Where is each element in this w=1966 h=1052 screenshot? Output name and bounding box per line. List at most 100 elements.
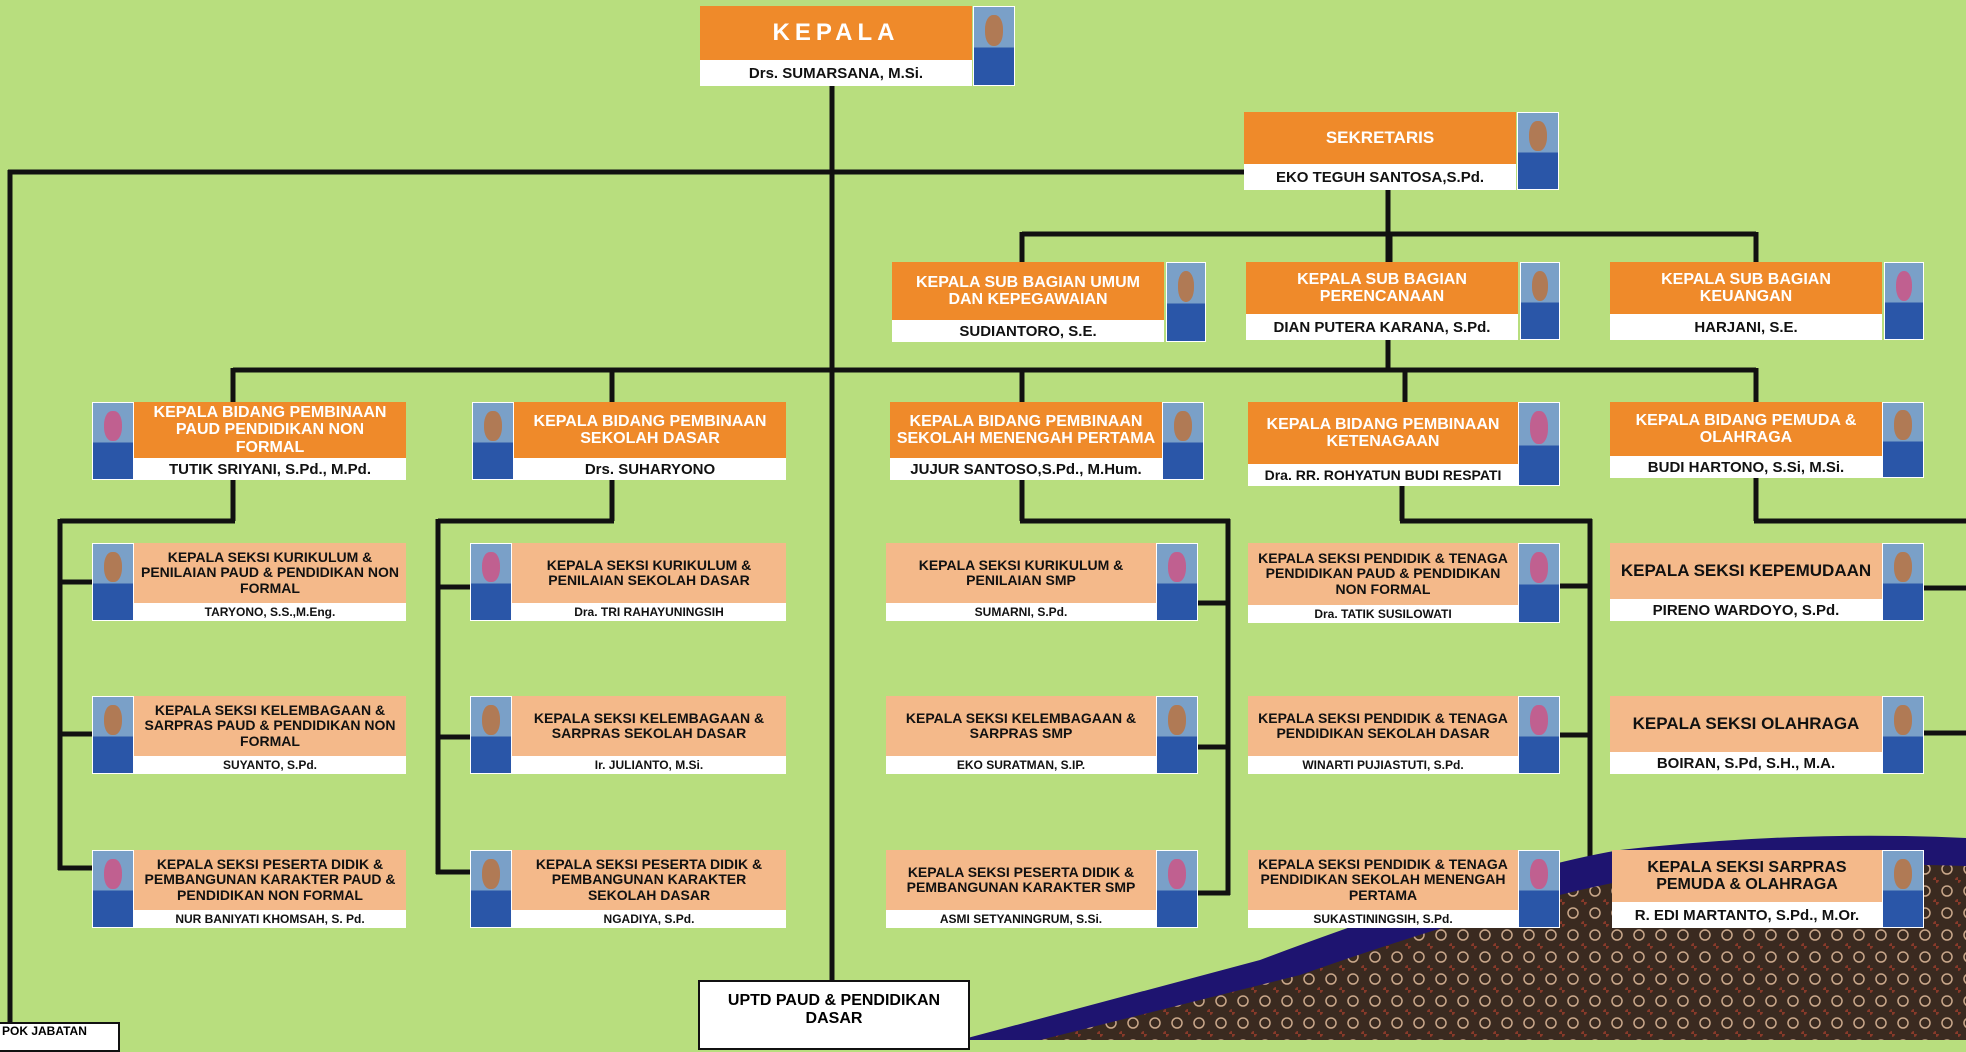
seksi-name: Dra. TRI RAHAYUNINGSIH [512,603,786,621]
subbag-perencanaan-name: DIAN PUTERA KARANA, S.Pd. [1246,314,1518,340]
seksi-olahraga-node: KEPALA SEKSI OLAHRAGA BOIRAN, S.Pd, S.H.… [1610,696,1924,774]
seksi-name: ASMI SETYANINGRUM, S.Si. [886,910,1156,928]
bidang-smp-name: JUJUR SANTOSO,S.Pd., M.Hum. [890,458,1162,480]
seksi-sd-peserta-node: KEPALA SEKSI PESERTA DIDIK & PEMBANGUNAN… [470,850,786,928]
seksi-smp-peserta-node: KEPALA SEKSI PESERTA DIDIK & PEMBANGUNAN… [886,850,1198,928]
seksi-title: KEPALA SEKSI PESERTA DIDIK & PEMBANGUNAN… [134,850,406,910]
seksi-smp-kelembagaan-node: KEPALA SEKSI KELEMBAGAAN & SARPRAS SMP E… [886,696,1198,774]
bidang-smp-node: KEPALA BIDANG PEMBINAAN SEKOLAH MENENGAH… [890,402,1204,480]
seksi-title: KEPALA SEKSI KEPEMUDAAN [1610,543,1882,599]
seksi-title: KEPALA SEKSI KURIKULUM & PENILAIAN PAUD … [134,543,406,603]
bidang-sd-name: Drs. SUHARYONO [514,458,786,480]
seksi-photo [92,543,134,621]
seksi-name: Dra. TATIK SUSILOWATI [1248,605,1518,623]
seksi-sd-kurikulum-node: KEPALA SEKSI KURIKULUM & PENILAIAN SEKOL… [470,543,786,621]
seksi-title: KEPALA SEKSI KURIKULUM & PENILAIAN SMP [886,543,1156,603]
bidang-sd-photo [472,402,514,480]
seksi-sarpras-pemuda-node: KEPALA SEKSI SARPRAS PEMUDA & OLAHRAGA R… [1612,850,1924,928]
seksi-photo [1518,850,1560,928]
subbag-perencanaan-photo [1520,262,1560,340]
seksi-photo [1518,696,1560,774]
seksi-name: WINARTI PUJIASTUTI, S.Pd. [1248,756,1518,774]
seksi-ketenagaan-smp-node: KEPALA SEKSI PENDIDIK & TENAGA PENDIDIKA… [1248,850,1560,928]
kepala-photo [973,6,1015,86]
bidang-ketenagaan-title: KEPALA BIDANG PEMBINAAN KETENAGAAN [1248,402,1518,464]
seksi-title: KEPALA SEKSI KELEMBAGAAN & SARPRAS PAUD … [134,696,406,756]
sekretaris-photo [1517,112,1559,190]
bidang-smp-photo [1162,402,1204,480]
seksi-title: KEPALA SEKSI PENDIDIK & TENAGA PENDIDIKA… [1248,543,1518,605]
bidang-paud-name: TUTIK SRIYANI, S.Pd., M.Pd. [134,458,406,480]
seksi-photo [1882,850,1924,928]
subbag-keuangan-name: HARJANI, S.E. [1610,314,1882,340]
seksi-title: KEPALA SEKSI PESERTA DIDIK & PEMBANGUNAN… [512,850,786,910]
seksi-photo [1156,543,1198,621]
bidang-smp-title: KEPALA BIDANG PEMBINAAN SEKOLAH MENENGAH… [890,402,1162,458]
seksi-name: EKO SURATMAN, S.IP. [886,756,1156,774]
subbag-keuangan-node: KEPALA SUB BAGIAN KEUANGAN HARJANI, S.E. [1610,262,1924,340]
subbag-umum-node: KEPALA SUB BAGIAN UMUM DAN KEPEGAWAIAN S… [892,262,1206,342]
sekretaris-node: SEKRETARIS EKO TEGUH SANTOSA,S.Pd. [1244,112,1559,190]
seksi-photo [1156,696,1198,774]
seksi-kepemudaan-node: KEPALA SEKSI KEPEMUDAAN PIRENO WARDOYO, … [1610,543,1924,621]
kepala-title: KEPALA [700,6,972,60]
seksi-name: R. EDI MARTANTO, S.Pd., M.Or. [1612,902,1882,928]
subbag-keuangan-title: KEPALA SUB BAGIAN KEUANGAN [1610,262,1882,314]
subbag-keuangan-photo [1884,262,1924,340]
seksi-paud-peserta-node: KEPALA SEKSI PESERTA DIDIK & PEMBANGUNAN… [92,850,406,928]
seksi-sd-kelembagaan-node: KEPALA SEKSI KELEMBAGAAN & SARPRAS SEKOL… [470,696,786,774]
seksi-name: NGADIYA, S.Pd. [512,910,786,928]
seksi-title: KEPALA SEKSI PENDIDIK & TENAGA PENDIDIKA… [1248,850,1518,910]
seksi-name: PIRENO WARDOYO, S.Pd. [1610,599,1882,621]
seksi-photo [470,543,512,621]
kepala-name: Drs. SUMARSANA, M.Si. [700,60,972,86]
seksi-name: BOIRAN, S.Pd, S.H., M.A. [1610,752,1882,774]
subbag-perencanaan-title: KEPALA SUB BAGIAN PERENCANAAN [1246,262,1518,314]
seksi-title: KEPALA SEKSI PENDIDIK & TENAGA PENDIDIKA… [1248,696,1518,756]
seksi-photo [92,850,134,928]
kepala-node: KEPALA Drs. SUMARSANA, M.Si. [700,6,1015,86]
bidang-ketenagaan-node: KEPALA BIDANG PEMBINAAN KETENAGAAN Dra. … [1248,402,1560,486]
seksi-ketenagaan-sd-node: KEPALA SEKSI PENDIDIK & TENAGA PENDIDIKA… [1248,696,1560,774]
bidang-paud-photo [92,402,134,480]
seksi-paud-kurikulum-node: KEPALA SEKSI KURIKULUM & PENILAIAN PAUD … [92,543,406,621]
seksi-name: SUMARNI, S.Pd. [886,603,1156,621]
seksi-title: KEPALA SEKSI KELEMBAGAAN & SARPRAS SMP [886,696,1156,756]
bidang-sd-node: KEPALA BIDANG PEMBINAAN SEKOLAH DASAR Dr… [472,402,786,480]
seksi-photo [1156,850,1198,928]
pok-jabatan-box: POK JABATAN [0,1022,120,1052]
bidang-pemuda-name: BUDI HARTONO, S.Si, M.Si. [1610,456,1882,478]
seksi-photo [1518,543,1560,623]
bidang-ketenagaan-photo [1518,402,1560,486]
subbag-umum-photo [1166,262,1206,342]
seksi-ketenagaan-paud-node: KEPALA SEKSI PENDIDIK & TENAGA PENDIDIKA… [1248,543,1560,623]
subbag-umum-name: SUDIANTORO, S.E. [892,320,1164,342]
seksi-photo [470,696,512,774]
bidang-paud-node: KEPALA BIDANG PEMBINAAN PAUD PENDIDIKAN … [92,402,406,480]
seksi-photo [1882,543,1924,621]
seksi-name: SUYANTO, S.Pd. [134,756,406,774]
seksi-title: KEPALA SEKSI PESERTA DIDIK & PEMBANGUNAN… [886,850,1156,910]
sekretaris-name: EKO TEGUH SANTOSA,S.Pd. [1244,164,1516,190]
sekretaris-title: SEKRETARIS [1244,112,1516,164]
seksi-photo [1882,696,1924,774]
seksi-name: Ir. JULIANTO, M.Si. [512,756,786,774]
bidang-pemuda-photo [1882,402,1924,478]
seksi-name: SUKASTININGSIH, S.Pd. [1248,910,1518,928]
seksi-title: KEPALA SEKSI KELEMBAGAAN & SARPRAS SEKOL… [512,696,786,756]
seksi-title: KEPALA SEKSI OLAHRAGA [1610,696,1882,752]
seksi-photo [92,696,134,774]
bidang-ketenagaan-name: Dra. RR. ROHYATUN BUDI RESPATI [1248,464,1518,486]
bidang-paud-title: KEPALA BIDANG PEMBINAAN PAUD PENDIDIKAN … [134,402,406,458]
seksi-name: TARYONO, S.S.,M.Eng. [134,603,406,621]
seksi-name: NUR BANIYATI KHOMSAH, S. Pd. [134,910,406,928]
seksi-title: KEPALA SEKSI KURIKULUM & PENILAIAN SEKOL… [512,543,786,603]
seksi-paud-kelembagaan-node: KEPALA SEKSI KELEMBAGAAN & SARPRAS PAUD … [92,696,406,774]
bidang-sd-title: KEPALA BIDANG PEMBINAAN SEKOLAH DASAR [514,402,786,458]
seksi-title: KEPALA SEKSI SARPRAS PEMUDA & OLAHRAGA [1612,850,1882,902]
seksi-photo [470,850,512,928]
bidang-pemuda-node: KEPALA BIDANG PEMUDA & OLAHRAGA BUDI HAR… [1610,402,1924,478]
seksi-smp-kurikulum-node: KEPALA SEKSI KURIKULUM & PENILAIAN SMP S… [886,543,1198,621]
bidang-pemuda-title: KEPALA BIDANG PEMUDA & OLAHRAGA [1610,402,1882,456]
